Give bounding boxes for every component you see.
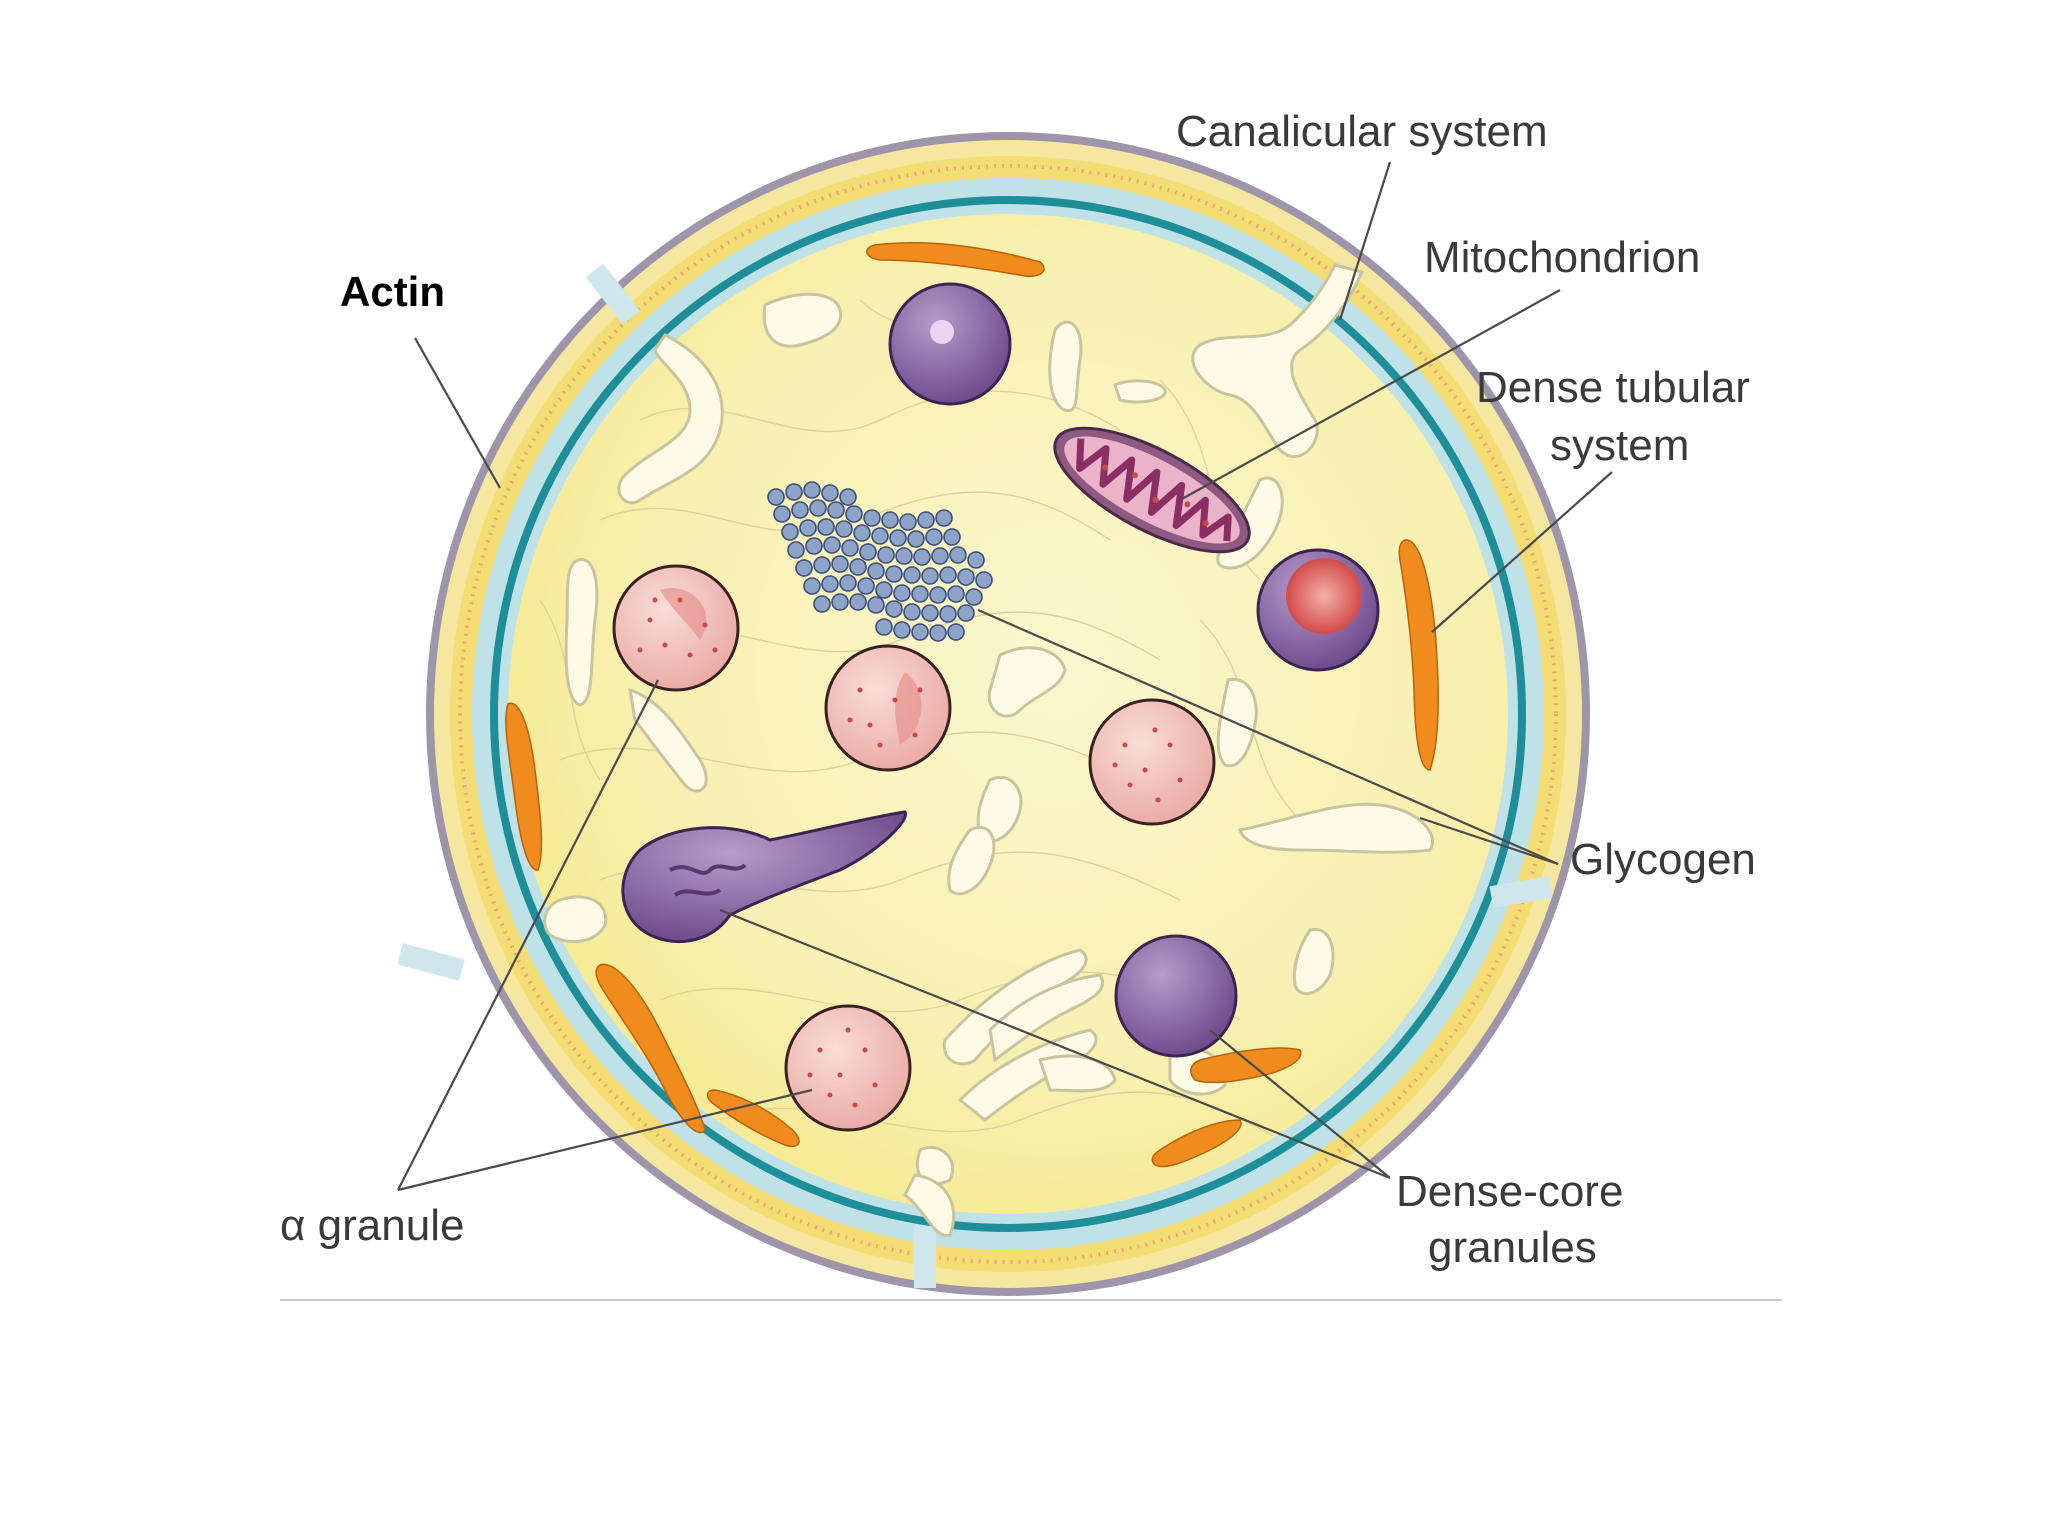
leader-dense-core-b xyxy=(1209,1029,1391,1179)
label-actin: Actin xyxy=(340,268,445,315)
leader-glycogen-b xyxy=(1419,816,1559,866)
label-mitochondrion: Mitochondrion xyxy=(1424,233,1700,282)
leader-alpha-a xyxy=(397,679,659,1191)
leader-alpha-b xyxy=(397,1088,813,1192)
label-glycogen: Glycogen xyxy=(1570,835,1756,884)
dense-core-granule-tailed xyxy=(621,810,907,944)
leader-canalicular xyxy=(1338,161,1392,321)
dense-core-granule-top xyxy=(888,282,1012,406)
alpha-granule-right xyxy=(1088,698,1216,826)
leader-lines xyxy=(397,161,1613,1192)
alpha-granule-bottom xyxy=(784,1004,912,1132)
label-dense-tubular-line2: system xyxy=(1550,421,1689,470)
dense-tubular-system xyxy=(505,241,1440,1168)
label-dense-tubular-line1: Dense tubular xyxy=(1476,363,1750,412)
mitochondrion xyxy=(1053,426,1251,554)
leader-dense-core-a xyxy=(719,908,1391,1180)
alpha-granule-center xyxy=(824,644,952,772)
label-dense-core-line2: granules xyxy=(1428,1223,1597,1272)
label-dense-core-line1: Dense-core xyxy=(1396,1167,1623,1216)
leader-glycogen-a xyxy=(977,608,1559,866)
dense-core-granule-lower xyxy=(1114,934,1238,1058)
label-alpha-granule: α granule xyxy=(280,1201,464,1250)
dense-core-granule-right xyxy=(1256,548,1380,672)
glycogen-cluster xyxy=(767,481,993,642)
cortex-dots xyxy=(458,164,1558,1264)
label-canalicular-system: Canalicular system xyxy=(1176,107,1548,156)
alpha-granule-upper-left xyxy=(612,564,740,692)
leader-actin xyxy=(414,337,501,489)
leader-mitochondrion xyxy=(1179,289,1561,501)
leader-dense-tubular xyxy=(1431,471,1613,633)
